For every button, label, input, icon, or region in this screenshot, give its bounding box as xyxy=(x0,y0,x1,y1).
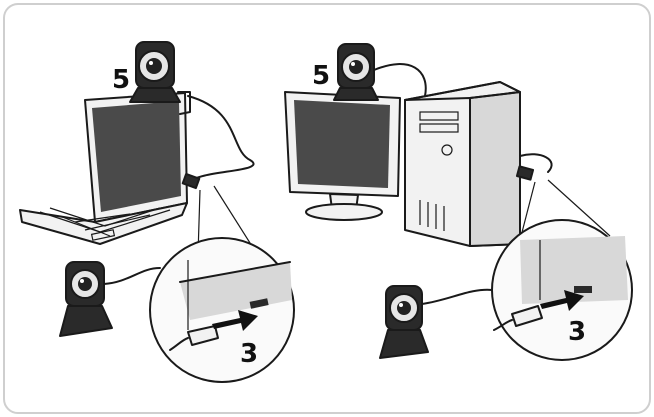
laptop-insert-arrow xyxy=(212,310,258,331)
desktop-standalone-webcam-icon xyxy=(379,285,493,359)
desktop-webcam-step-label: 5 xyxy=(312,61,330,91)
laptop-usb-port xyxy=(249,298,269,309)
laptop-screen xyxy=(92,101,181,212)
laptop-usb-step-label: 3 xyxy=(240,339,258,369)
desktop-usb-step-label: 3 xyxy=(568,317,586,347)
desktop-insert-arrow xyxy=(540,290,584,311)
desktop-usb-port xyxy=(574,286,592,293)
laptop-illustration xyxy=(19,92,188,245)
desktop-webcam-icon xyxy=(333,43,379,101)
monitor-screen xyxy=(294,100,390,188)
monitor-illustration xyxy=(284,91,401,221)
laptop-webcam-step-label: 5 xyxy=(112,65,130,95)
laptop-usb-zoom xyxy=(149,237,295,383)
laptop-webcam-cable xyxy=(187,95,255,183)
desktop-webcam-cable xyxy=(373,63,427,97)
desktop-usb-zoom xyxy=(491,219,633,361)
pc-tower-illustration xyxy=(404,81,521,247)
laptop-webcam-icon xyxy=(129,41,191,115)
laptop-standalone-webcam-icon xyxy=(59,261,161,337)
